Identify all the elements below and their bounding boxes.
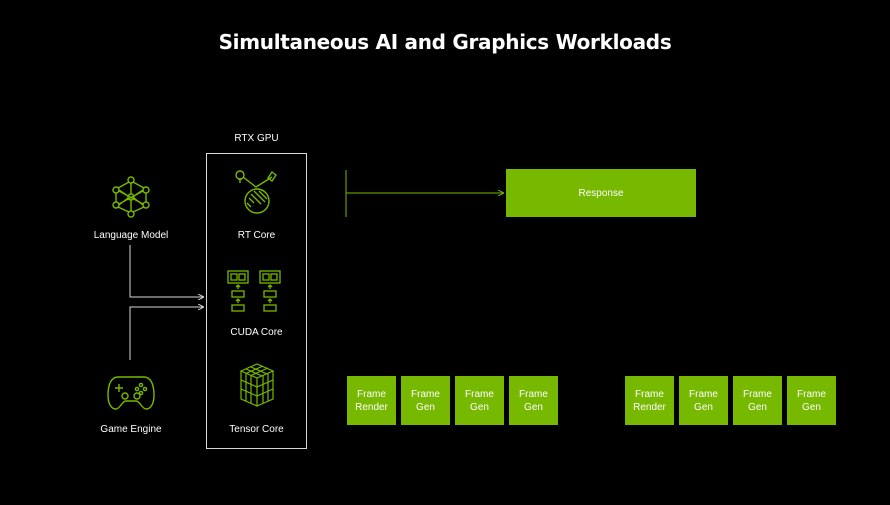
frame-gen-block: Frame Gen [787,376,836,425]
ray-tracing-icon [235,170,277,214]
cuda-core-label: CUDA Core [230,327,283,338]
language-model-label: Language Model [93,230,169,241]
rt-core-label: RT Core [237,230,276,241]
frame-gen-block: Frame Gen [455,376,504,425]
language-model-connector [129,245,203,297]
frame-gen-block: Frame Gen [401,376,450,425]
tensor-core-label: Tensor Core [229,424,284,435]
cuda-chip-icon [227,270,281,312]
tensor-cube-icon [239,363,275,407]
page-title: Simultaneous AI and Graphics Workloads [218,30,672,54]
frame-gen-block: Frame Gen [509,376,558,425]
game-engine-connector [129,307,203,360]
game-engine-label: Game Engine [100,424,162,435]
frame-gen-block: Frame Gen [679,376,728,425]
rtx-gpu-box [206,153,307,449]
frame-render-block: Frame Render [347,376,396,425]
frame-gen-block: Frame Gen [733,376,782,425]
gpu-label: RTX GPU [234,133,279,144]
response-block: Response [506,169,696,217]
gamepad-icon [107,376,155,410]
neural-network-icon [112,176,150,218]
frame-render-block: Frame Render [625,376,674,425]
